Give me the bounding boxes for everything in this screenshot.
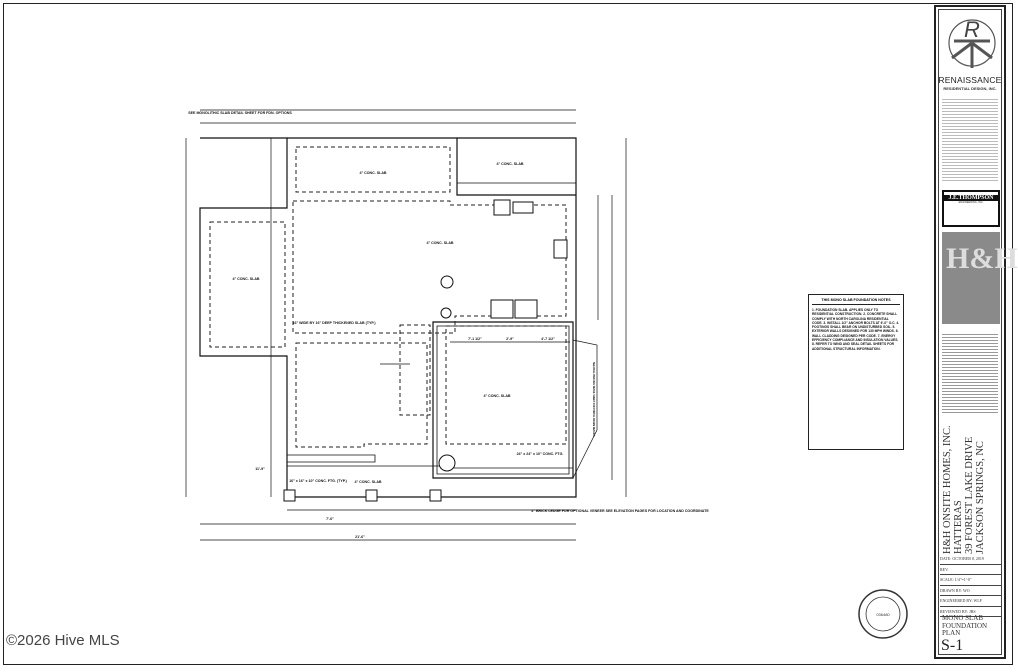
slab-main (292, 200, 567, 334)
engineer-name: J.E.THOMPSON (944, 195, 998, 201)
brick-ledge-note: 4" BRICK LEDGE FOR OPTIONAL VENEER SEE E… (531, 509, 709, 513)
dimension: 4'-7 1/2" (541, 337, 555, 341)
plumbing-box (512, 201, 534, 214)
foundation-notes: THIS MONO SLAB FOUNDATION NOTES 1. FOUND… (808, 294, 904, 450)
sheet-number: S-1 (941, 637, 964, 654)
drawing-sheet (3, 3, 1013, 665)
slab-label: 4" CONC. SLAB (496, 162, 523, 166)
building-outline (199, 137, 577, 498)
engineer-seal: 036480 (858, 589, 908, 639)
footing-label: 16" x 16" x 10" CONC. FTG. (TYP.) (289, 479, 348, 483)
firm-fine-print (942, 97, 998, 182)
slab-label: 4" CONC. SLAB (426, 241, 453, 245)
fixture-circle (440, 275, 454, 289)
plumbing-box (493, 199, 511, 216)
slab-lower-left (295, 342, 428, 448)
project-info: H&H ONSITE HOMES, INC. HATTERAS 39 FORES… (938, 329, 1004, 554)
footing (365, 489, 378, 502)
slab-left (209, 221, 286, 348)
dimension: 7'-6" (326, 517, 334, 521)
date-row: DATE: OCTOBER 8, 2019 (940, 554, 1002, 565)
water-heater (438, 454, 456, 472)
notes-body: 1. FOUNDATION SLAB. APPLIES ONLY TO RESI… (812, 308, 900, 351)
firm-subtitle: RESIDENTIAL DESIGN, INC. (943, 86, 997, 91)
footing (283, 489, 296, 502)
notes-heading: THIS MONO SLAB FOUNDATION NOTES (812, 298, 900, 305)
plan-title: MONO SLAB FOUNDATION PLAN (942, 614, 988, 637)
svg-text:R: R (964, 17, 980, 42)
wall-bracing-leader (572, 339, 598, 479)
project-address: 39 FOREST LAKE DRIVE (964, 436, 975, 554)
slab-label: 4" CONC. SLAB (232, 277, 259, 281)
title-block: R RENAISSANCE RESIDENTIAL DESIGN, INC. J… (934, 5, 1018, 659)
appliance-box (514, 299, 538, 319)
project-city: JACKSON SPRINGS, NC (975, 441, 986, 554)
dimension: 2'-9" (506, 337, 514, 341)
scale-row: SCALE: 1/4"=1'-0" (940, 575, 1002, 586)
drawing-info-rows: DATE: OCTOBER 8, 2019 REV. SCALE: 1/4"=1… (940, 554, 1002, 617)
builder-logo: H&H (942, 232, 1018, 324)
outline-top (287, 137, 576, 196)
wall-bracing-note: SEE WALL BRACING DETAIL SHEET FOR PORTAL… (592, 362, 595, 437)
slab-garage (445, 325, 567, 445)
plumbing-box (553, 239, 568, 259)
reviewed-by-row: REVIEWED BY: JRS (940, 607, 1002, 617)
firm-name: RENAISSANCE (938, 75, 1002, 85)
rev-row: REV. (940, 565, 1002, 575)
footing (429, 489, 442, 502)
thickened-slab-label: 16" WIDE BY 16" DEEP THICKENED SLAB (TYP… (292, 321, 376, 325)
project-model: HATTERAS (953, 500, 964, 554)
engineer-stamp: J.E.THOMPSON ENGINEERING, INC. (942, 190, 1000, 227)
dimension: 21'-6" (355, 535, 365, 539)
engineered-by-row: ENGINEERED BY: WLF (940, 596, 1002, 607)
fixture-circle (440, 307, 452, 319)
slab-label: 4" CONC. SLAB (359, 171, 386, 175)
slab-label: 4" CONC. SLAB (354, 480, 381, 484)
drawn-by-row: DRAWN BY: WO (940, 586, 1002, 596)
builder-fine-print (942, 332, 998, 414)
engineer-company: ENGINEERING, INC. (958, 201, 984, 204)
project-client: H&H ONSITE HOMES, INC. (942, 425, 953, 554)
dimension: 7'-1 1/2" (468, 337, 482, 341)
slab-top (295, 146, 451, 193)
garage-footing-label: 24" x 24" x 10" CONC. FTG. (517, 452, 564, 456)
see-detail-note: SEE MONOLITHIC SLAB DETAIL SHEET FOR FDN… (188, 111, 292, 115)
appliance-box (490, 299, 514, 319)
renaissance-logo-icon: R (948, 17, 996, 68)
slab-label: 4" CONC. SLAB (483, 394, 510, 398)
svg-text:036480: 036480 (876, 612, 890, 617)
porch-wall (287, 454, 376, 463)
watermark: ©2026 Hive MLS (6, 632, 120, 649)
dimension: 11'-9" (255, 467, 265, 471)
slab-thickened (399, 324, 431, 416)
